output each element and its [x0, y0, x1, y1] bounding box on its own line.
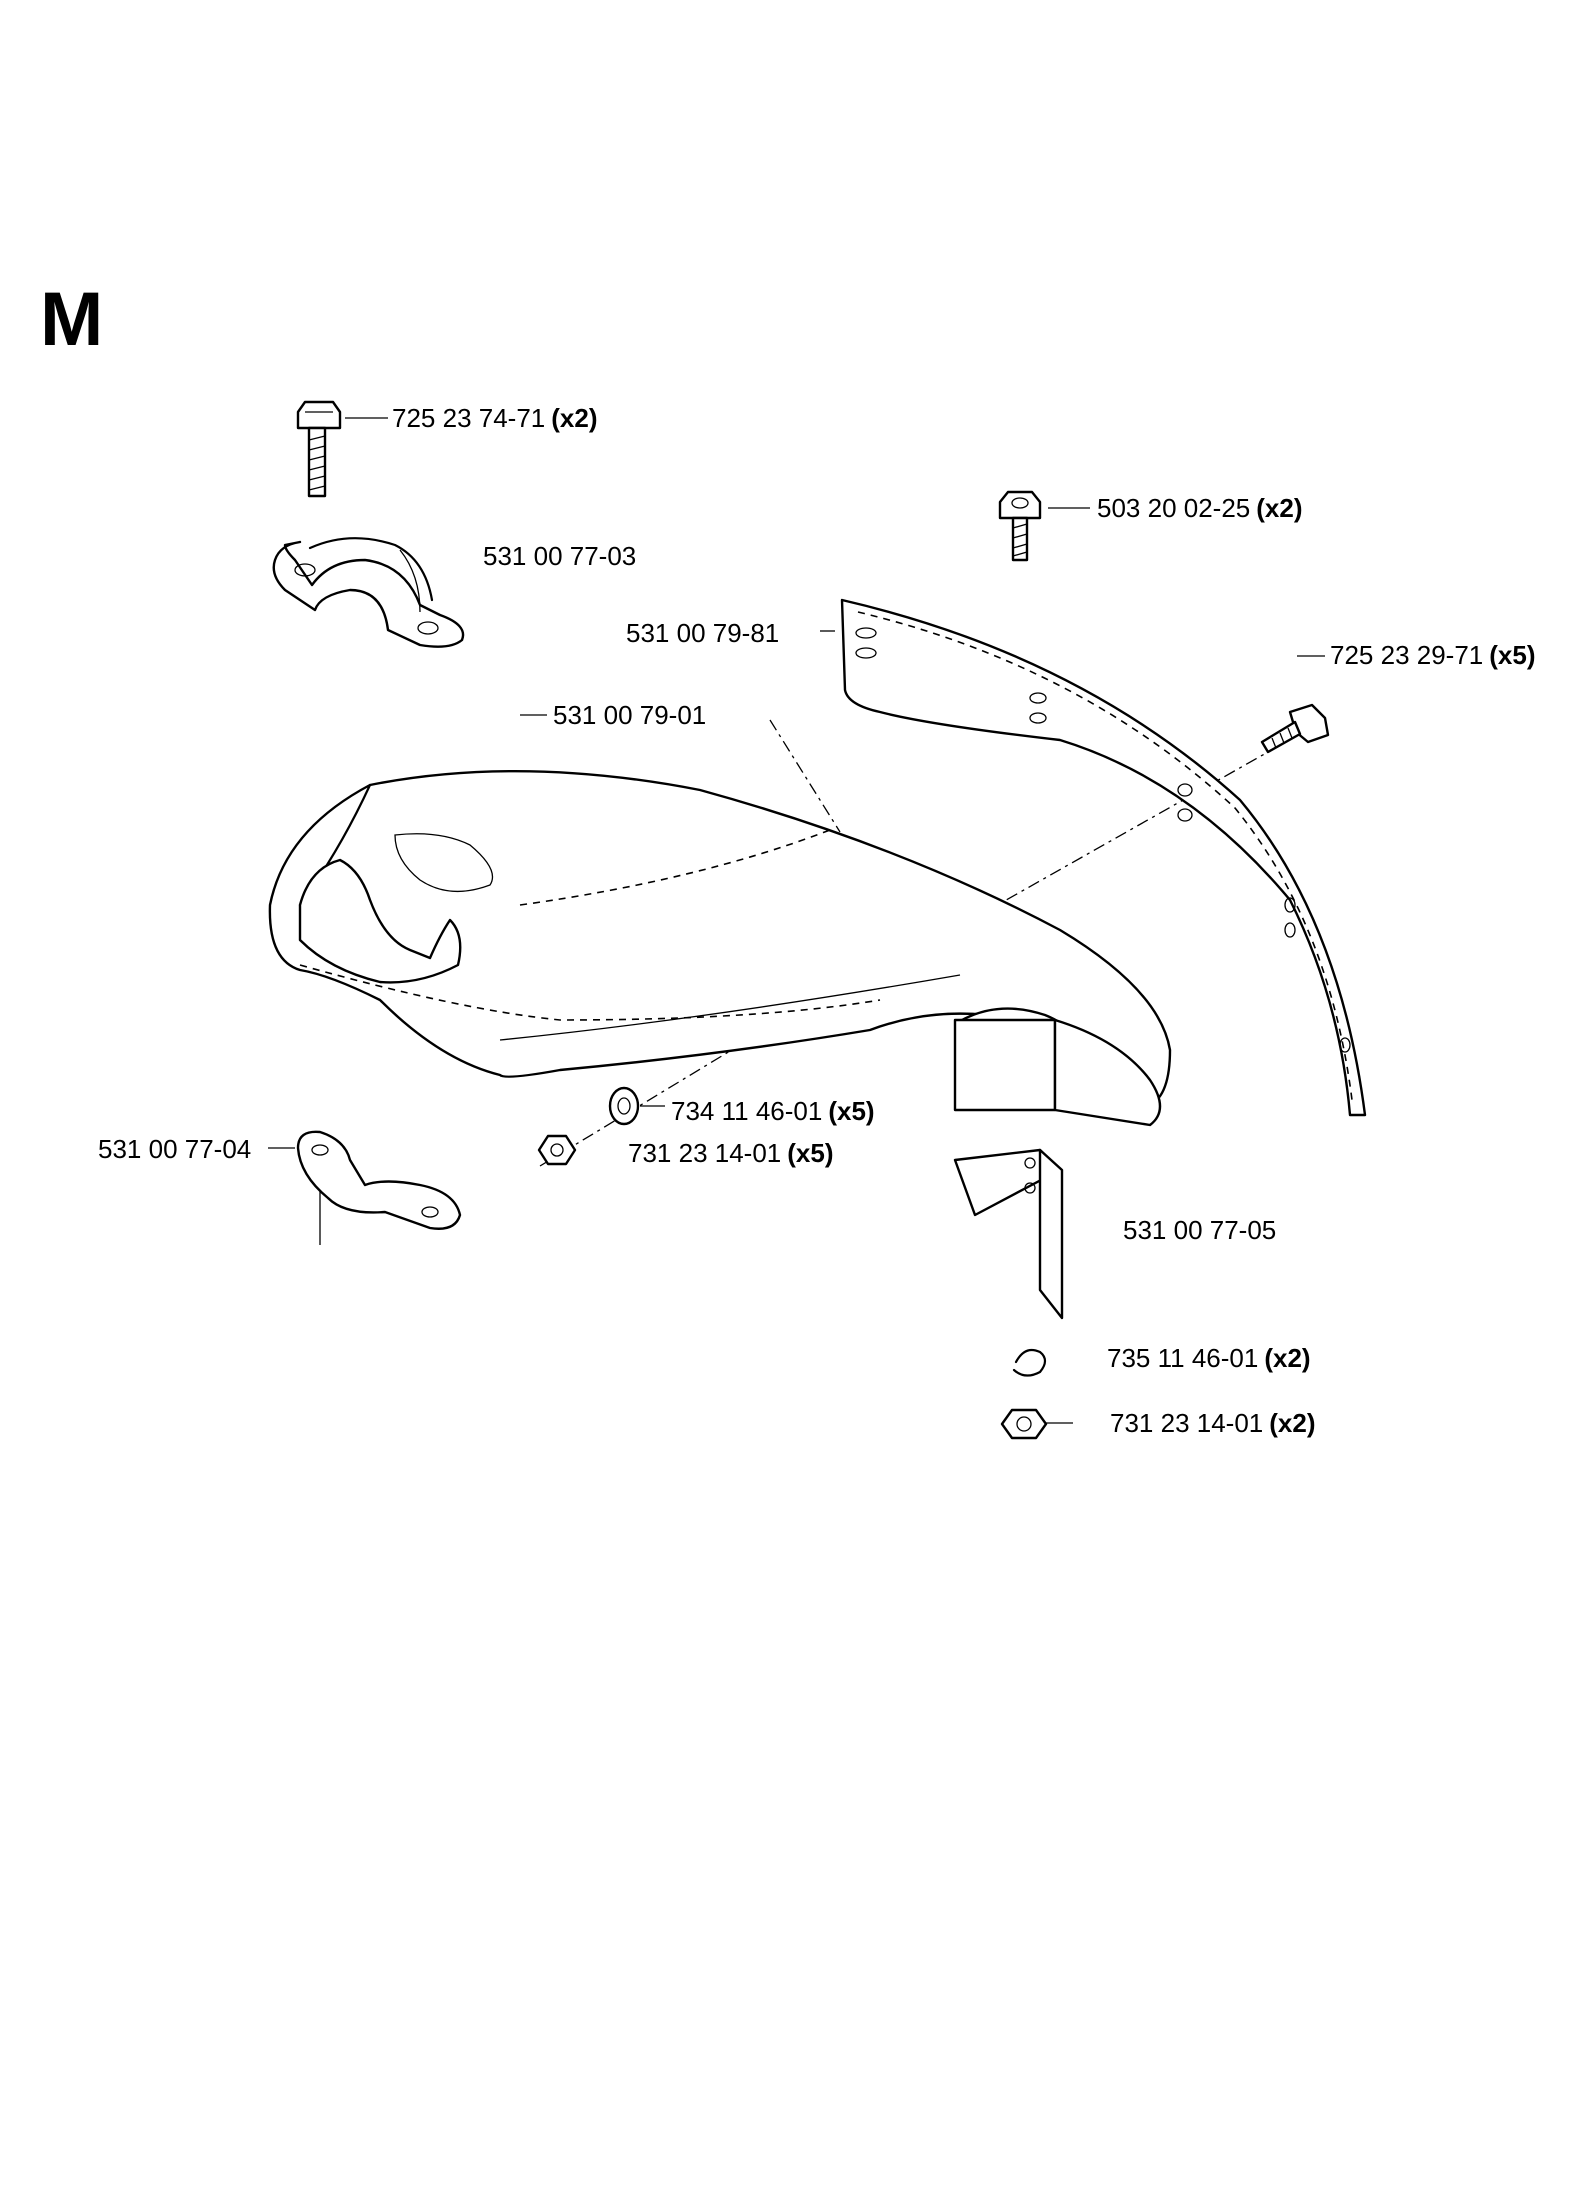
quantity: (x2) — [1264, 1343, 1311, 1373]
part-number: 735 11 46-01 — [1107, 1343, 1259, 1373]
clip-735-11-46-01 — [1012, 1348, 1047, 1377]
part-number: 531 00 79-01 — [553, 700, 707, 730]
bracket-531-00-77-05 — [953, 1148, 1064, 1320]
clamp-531-00-77-03 — [272, 537, 465, 648]
part-number: 731 23 14-01 — [1110, 1408, 1264, 1438]
quantity: (x2) — [551, 403, 598, 433]
part-number: 734 11 46-01 — [671, 1096, 823, 1126]
part-number: 725 23 74-71 — [392, 403, 546, 433]
part-number: 531 00 79-81 — [626, 618, 780, 648]
nut-731-23-14-01-x5 — [537, 1134, 577, 1166]
bolt-725-23-74-71 — [296, 400, 342, 498]
label-731-23-14-01-x2: 731 23 14-01(x2) — [1110, 1410, 1316, 1436]
nut-731-23-14-01-x2 — [1000, 1408, 1048, 1440]
label-731-23-14-01-x5: 731 23 14-01(x5) — [628, 1140, 834, 1166]
label-531-00-79-01: 531 00 79-01 — [553, 702, 706, 728]
part-number: 731 23 14-01 — [628, 1138, 782, 1168]
guard-531-00-79-01 — [268, 769, 1172, 1127]
label-503-20-02-25: 503 20 02-25(x2) — [1097, 495, 1303, 521]
washer-734-11-46-01 — [608, 1086, 640, 1126]
deflector-strip-531-00-79-81 — [840, 598, 1367, 1117]
part-number: 503 20 02-25 — [1097, 493, 1251, 523]
bracket-531-00-77-04 — [296, 1130, 462, 1230]
bolt-725-23-29-71 — [1260, 703, 1330, 754]
label-725-23-29-71: 725 23 29-71(x5) — [1330, 642, 1536, 668]
label-531-00-77-05: 531 00 77-05 — [1123, 1217, 1276, 1243]
label-531-00-77-03: 531 00 77-03 — [483, 543, 636, 569]
quantity: (x5) — [1489, 640, 1536, 670]
part-number: 531 00 77-03 — [483, 541, 637, 571]
quantity: (x2) — [1256, 493, 1303, 523]
label-531-00-79-81: 531 00 79-81 — [626, 620, 779, 646]
quantity: (x5) — [828, 1096, 875, 1126]
part-number: 531 00 77-04 — [98, 1134, 252, 1164]
leader-lines — [268, 417, 1325, 1424]
label-734-11-46-01: 734 11 46-01(x5) — [671, 1098, 875, 1124]
section-letter: M — [40, 277, 104, 362]
label-725-23-74-71: 725 23 74-71(x2) — [392, 405, 598, 431]
label-735-11-46-01: 735 11 46-01(x2) — [1107, 1345, 1311, 1371]
screw-503-20-02-25 — [998, 490, 1042, 562]
label-531-00-77-04: 531 00 77-04 — [98, 1136, 251, 1162]
quantity: (x2) — [1269, 1408, 1316, 1438]
quantity: (x5) — [787, 1138, 834, 1168]
part-number: 725 23 29-71 — [1330, 640, 1484, 670]
part-number: 531 00 77-05 — [1123, 1215, 1277, 1245]
